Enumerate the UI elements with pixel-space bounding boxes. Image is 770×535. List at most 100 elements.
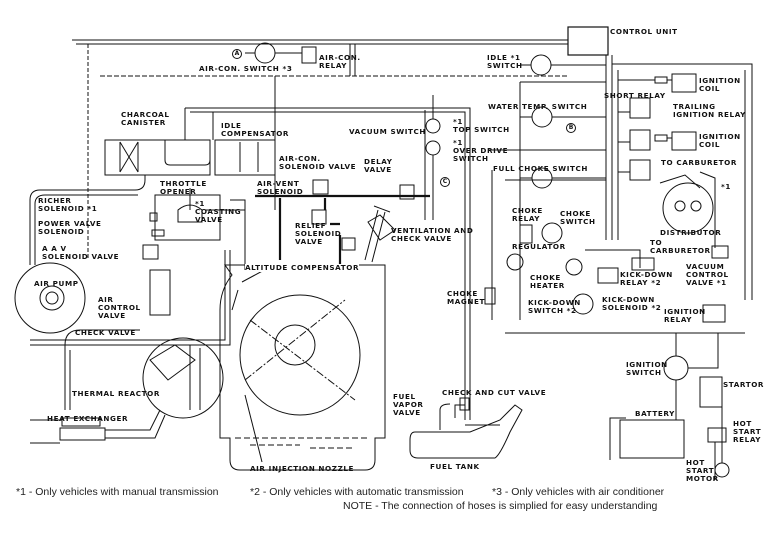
label-ventilation-check-valve: VENTILATION AND CHECK VALVE — [391, 226, 474, 243]
throttle-opener-symbol — [177, 188, 203, 223]
control-unit-harness — [605, 55, 613, 240]
label-choke-relay: CHOKE RELAY — [512, 206, 543, 223]
choke-heater-symbol — [565, 258, 583, 276]
delay-valve-symbol — [399, 184, 415, 200]
battery-symbol — [619, 419, 685, 459]
label-charcoal-canister: CHARCOAL CANISTER — [121, 110, 170, 127]
label-check-valve: CHECK VALVE — [75, 328, 136, 337]
distributor-symbol — [662, 182, 714, 234]
ignition-harness — [612, 63, 753, 300]
label-over-drive-switch: *1 OVER DRIVE SWITCH — [453, 138, 509, 163]
kick-down-switch-symbol — [572, 293, 594, 315]
label-check-and-cut-valve: CHECK AND CUT VALVE — [442, 388, 547, 397]
regulator-symbol — [506, 253, 524, 271]
label-air-con-solenoid-valve: AIR-CON. SOLENOID VALVE — [279, 154, 357, 171]
label-distributor-note: *1 — [721, 182, 731, 191]
air-pump-symbol — [14, 262, 86, 334]
label-fuel-vapor-valve: FUEL VAPOR VALVE — [393, 392, 424, 417]
fuel-tank-shape — [409, 404, 523, 459]
label-hot-start-motor: HOT START MOTOR — [686, 458, 719, 483]
label-thermal-reactor: THERMAL REACTOR — [72, 389, 160, 398]
label-trailing-ignition-relay: TRAILING IGNITION RELAY — [673, 102, 746, 119]
air-con-switch-symbol — [254, 42, 276, 64]
startor-symbol — [699, 376, 723, 408]
label-fuel-tank: FUEL TANK — [430, 462, 480, 471]
label-choke-switch: CHOKE SWITCH — [560, 209, 596, 226]
throttle-body — [154, 194, 221, 241]
vacuum-control-valve-symbol — [711, 245, 729, 259]
label-ignition-coil-leading: IGNITION COIL — [699, 76, 741, 93]
footnote-2: *2 - Only vehicles with automatic transm… — [250, 486, 464, 498]
label-air-con-switch: AIR-CON. SWITCH *3 — [199, 64, 293, 73]
top-bus — [72, 39, 568, 258]
label-to-carburetor-1: TO CARBURETOR — [661, 158, 737, 167]
air-cleaner-shape — [214, 139, 276, 176]
short-relay-symbol — [629, 97, 651, 119]
label-kick-down-solenoid: KICK-DOWN SOLENOID *2 — [602, 295, 662, 312]
trailing-relay-symbol — [629, 129, 651, 151]
label-ignition-relay: IGNITION RELAY — [664, 307, 706, 324]
connector-a-marker: A — [232, 49, 242, 59]
footnote-note: NOTE - The connection of hoses is simpli… — [343, 500, 658, 512]
label-heat-exchanger: HEAT EXCHANGER — [47, 414, 129, 423]
label-short-relay: SHORT RELAY — [604, 91, 666, 100]
a-bus — [505, 249, 745, 334]
top-switch-symbol — [425, 118, 441, 134]
engine-block — [219, 264, 386, 471]
choke-magnet-symbol — [484, 287, 496, 305]
label-kick-down-switch: KICK-DOWN SWITCH *2 — [528, 298, 581, 315]
check-and-cut-valve-symbol — [459, 397, 470, 411]
ignition-coil-leading-symbol — [671, 73, 697, 93]
ignition-relay-symbol — [702, 304, 726, 323]
label-distributor: DISTRIBUTOR — [660, 228, 722, 237]
thermal-reactor-symbol — [142, 337, 224, 419]
connector-b-marker: B — [566, 123, 576, 133]
label-full-choke-switch: FULL CHOKE SWITCH — [493, 164, 588, 173]
altitude-compensator-hose — [231, 267, 269, 311]
label-richer-solenoid: RICHER SOLENOID *1 — [38, 196, 98, 213]
label-throttle-opener: THROTTLE OPENER — [160, 179, 207, 196]
label-hot-start-relay: HOT START RELAY — [733, 419, 762, 444]
label-ignition-coil-trailing: IGNITION COIL — [699, 132, 741, 149]
idle-switch-symbol — [530, 54, 552, 76]
label-altitude-compensator: ALTITUDE COMPENSATOR — [245, 263, 360, 272]
heat-exchanger-shape — [30, 409, 166, 444]
label-regulator: REGULATOR — [512, 242, 566, 251]
choke-switch-symbol — [541, 222, 563, 244]
label-top-switch: *1 TOP SWITCH — [453, 117, 510, 134]
label-air-pump: AIR PUMP — [34, 279, 79, 288]
charcoal-canister-shape — [104, 139, 211, 176]
label-delay-valve: DELAY VALVE — [364, 157, 393, 174]
label-battery: BATTERY — [635, 409, 675, 418]
over-drive-switch-symbol — [425, 140, 441, 156]
footnote-3: *3 - Only vehicles with air conditioner — [492, 486, 665, 498]
label-aav-solenoid-valve: A A V SOLENOID VALVE — [42, 244, 120, 261]
label-choke-magnet: CHOKE MAGNET — [447, 289, 486, 306]
label-to-carburetor-2: TO CARBURETOR — [650, 238, 711, 255]
aav-solenoid-symbol — [142, 244, 159, 260]
label-air-control-valve: AIR CONTROL VALVE — [98, 295, 141, 320]
air-con-solenoid-symbol — [312, 179, 329, 195]
air-injection-nozzle-line — [244, 394, 263, 463]
label-kick-down-relay: KICK-DOWN RELAY *2 — [620, 270, 673, 287]
connector-c-marker: C — [440, 177, 450, 187]
label-vacuum-switch: VACUUM SWITCH — [349, 127, 427, 136]
label-air-vent-solenoid: AIR-VENT SOLENOID — [257, 179, 304, 196]
label-idle-switch: IDLE *1 SWITCH — [487, 53, 523, 70]
label-startor: STARTOR — [723, 380, 765, 389]
rotor-housing — [239, 294, 361, 416]
label-idle-compensator: IDLE COMPENSATOR — [221, 121, 290, 138]
label-control-unit: CONTROL UNIT — [610, 27, 678, 36]
relief-solenoid-symbol — [311, 209, 327, 225]
air-control-valve-symbol — [149, 269, 171, 316]
hot-start-relay-symbol — [707, 427, 727, 443]
control-unit-box — [567, 26, 609, 56]
air-con-relay-symbol — [301, 46, 317, 64]
footnote-1: *1 - Only vehicles with manual transmiss… — [16, 486, 219, 498]
label-ignition-switch: IGNITION SWITCH — [626, 360, 668, 377]
label-air-injection-nozzle: AIR INJECTION NOZZLE — [250, 464, 355, 473]
label-choke-heater: CHOKE HEATER — [530, 273, 565, 290]
label-water-temp-switch: WATER TEMP. SWITCH — [488, 102, 588, 111]
label-power-valve-solenoid: POWER VALVE SOLENOID — [38, 219, 102, 236]
